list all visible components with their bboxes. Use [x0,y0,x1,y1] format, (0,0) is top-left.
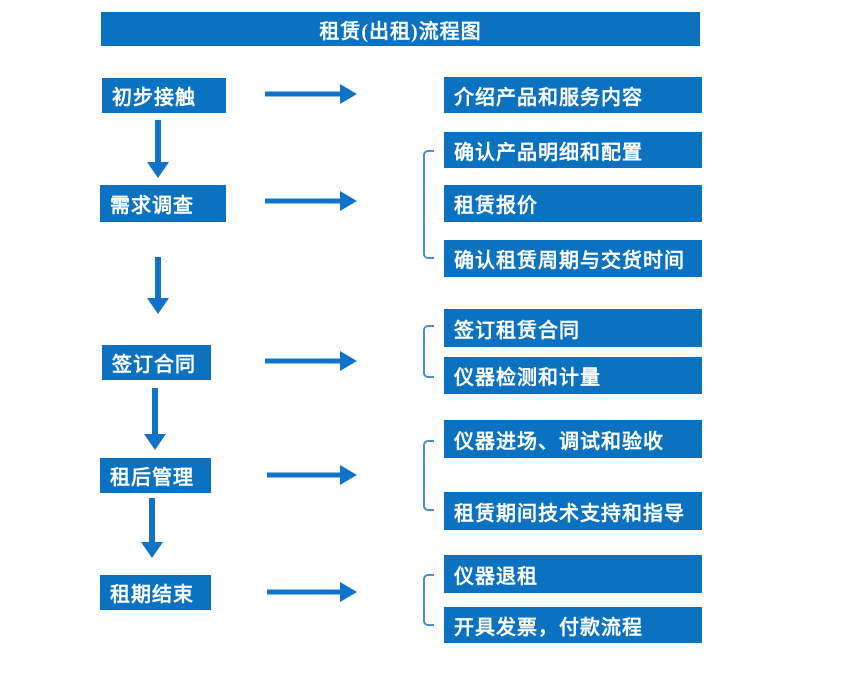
arrow-head-icon [144,434,166,450]
page-title: 租赁(出租)流程图 [319,20,482,43]
group-bracket-sign-contract [423,325,434,378]
title-bar: 租赁(出租)流程图 [101,12,700,46]
step-box-lease-end: 租期结束 [100,575,211,610]
detail-box-confirm-product-details-config: 确认产品明细和配置 [444,132,702,168]
detail-box-instrument-return: 仪器退租 [444,555,702,593]
detail-box-rental-quotation: 租赁报价 [444,185,702,222]
arrow-head-icon [340,84,357,104]
detail-box-rental-technical-support: 租赁期间技术支持和指导 [444,492,702,530]
step-box-post-rental-management: 租后管理 [100,458,211,493]
right-arrow-5 [267,582,357,602]
down-arrow-1 [147,120,169,178]
down-arrow-3 [144,388,166,450]
arrow-head-icon [340,191,357,211]
right-arrow-1 [265,84,357,104]
right-arrow-2 [265,191,357,211]
arrow-shaft [267,472,341,478]
arrow-shaft [265,198,341,204]
arrow-head-icon [340,465,357,485]
detail-box-introduce-products-services: 介绍产品和服务内容 [444,77,702,113]
arrow-shaft [152,388,158,435]
detail-box-sign-rental-contract: 签订租赁合同 [444,309,702,347]
arrow-shaft [155,120,161,163]
step-box-demand-survey: 需求调查 [100,185,226,222]
down-arrow-2 [147,257,169,314]
arrow-head-icon [147,298,169,314]
group-bracket-post-rental [423,440,434,511]
detail-box-instrument-inspection-calibration: 仪器检测和计量 [444,357,702,394]
arrow-shaft [265,358,341,364]
step-box-initial-contact: 初步接触 [102,78,226,113]
right-arrow-4 [267,465,357,485]
arrow-head-icon [141,542,163,558]
detail-box-instrument-arrival-debug-acceptance: 仪器进场、调试和验收 [444,420,702,458]
step-box-sign-contract: 签订合同 [102,345,211,380]
group-bracket-lease-end [423,574,434,626]
down-arrow-4 [141,498,163,558]
arrow-shaft [267,589,341,595]
detail-box-confirm-rental-period-delivery: 确认租赁周期与交货时间 [444,240,702,277]
arrow-head-icon [147,162,169,178]
arrow-head-icon [340,582,357,602]
arrow-shaft [155,257,161,299]
detail-box-invoice-payment-process: 开具发票，付款流程 [444,607,702,643]
arrow-head-icon [340,351,357,371]
arrow-shaft [149,498,155,543]
group-bracket-demand-survey [423,150,434,259]
arrow-shaft [265,91,341,97]
right-arrow-3 [265,351,357,371]
